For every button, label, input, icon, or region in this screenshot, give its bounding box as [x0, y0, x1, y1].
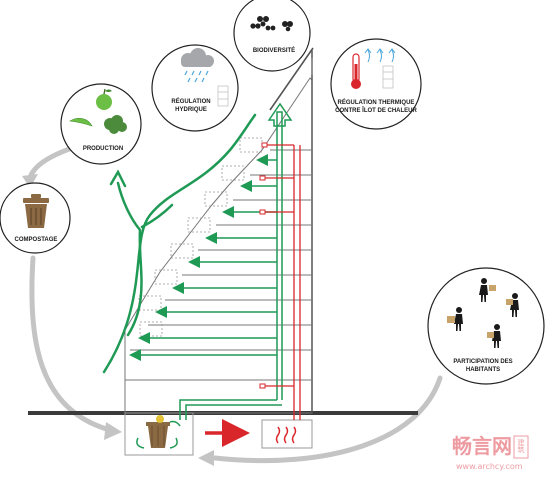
green-bean-icon: [69, 117, 93, 127]
watermark-url: www.archcy.com: [456, 462, 523, 471]
cooling-arrows-icon: [364, 48, 396, 63]
building-outline: [124, 77, 313, 414]
arrowhead-compost: [22, 174, 38, 188]
label-regulation-hydrique-2: HYDRIQUE: [175, 107, 207, 113]
compost-to-building-arrow: [29, 255, 113, 433]
label-participation-2: HABITANTS: [466, 367, 500, 373]
apple-icon: [96, 88, 112, 110]
small-building-sketch: [217, 85, 229, 107]
heat-icon: [275, 426, 297, 444]
heat-room: [261, 419, 313, 449]
watermark-badge: 建筑: [517, 438, 525, 454]
green-riser-arrowhead: [267, 102, 293, 127]
green-base-line-2: [185, 404, 282, 420]
green-swoosh-arrowhead: [109, 169, 127, 188]
label-compostage: COMPOSTAGE: [15, 237, 58, 243]
broccoli-icon: [104, 115, 127, 134]
cloud-icon: [181, 48, 214, 67]
building-compost-bin-icon: [146, 415, 170, 448]
node-compostage: COMPOSTAGE: [0, 182, 71, 254]
green-base-line: [179, 399, 277, 420]
node-production: PRODUCTION: [60, 83, 142, 165]
thermometer-icon: [351, 53, 361, 89]
butterfly-icon: [250, 16, 293, 32]
building-roof-edge: [269, 47, 314, 111]
small-building-sketch-2: [382, 65, 394, 89]
node-biodiversite: BIODIVERSITÉ: [233, 0, 311, 72]
building: [124, 47, 314, 456]
trash-bin-icon: [23, 194, 49, 228]
node-participation: PARTICIPATION DES HABITANTS: [427, 267, 545, 385]
green-water-network: [129, 111, 283, 420]
participation-to-building-arrow: [212, 375, 443, 464]
terrace-planters: [138, 137, 263, 337]
label-regulation-thermique-2: CONTRE ÎLOT DE CHALEUR: [335, 106, 417, 114]
green-vegetation-swoosh: [102, 113, 257, 374]
label-production: PRODUCTION: [83, 146, 123, 152]
green-riser: [276, 111, 283, 400]
arrowhead-participation: [198, 450, 214, 466]
red-outlets: [259, 142, 268, 389]
rain-icon: [184, 70, 209, 83]
label-participation-1: PARTICIPATION DES: [453, 359, 512, 365]
person-carrying-box-icon: [447, 278, 519, 348]
watermark-brand: 畅言网: [452, 434, 512, 458]
compost-room: [124, 412, 194, 456]
node-regulation-thermique: RÉGULATION THERMIQUE CONTRE ÎLOT DE CHAL…: [330, 38, 422, 130]
label-biodiversite: BIODIVERSITÉ: [253, 46, 295, 54]
node-regulation-hydrique: RÉGULATION HYDRIQUE: [151, 44, 239, 132]
label-regulation-hydrique-1: RÉGULATION: [171, 97, 210, 105]
watermark-badge-box: [513, 435, 529, 459]
arrowhead-building: [104, 422, 122, 440]
watermark: 畅言网 建筑 www.archcy.com: [452, 434, 529, 471]
red-heat-network: [263, 144, 301, 420]
label-regulation-thermique-1: RÉGULATION THERMIQUE: [338, 98, 415, 106]
compost-cycle-arrows-icon: [136, 420, 181, 449]
